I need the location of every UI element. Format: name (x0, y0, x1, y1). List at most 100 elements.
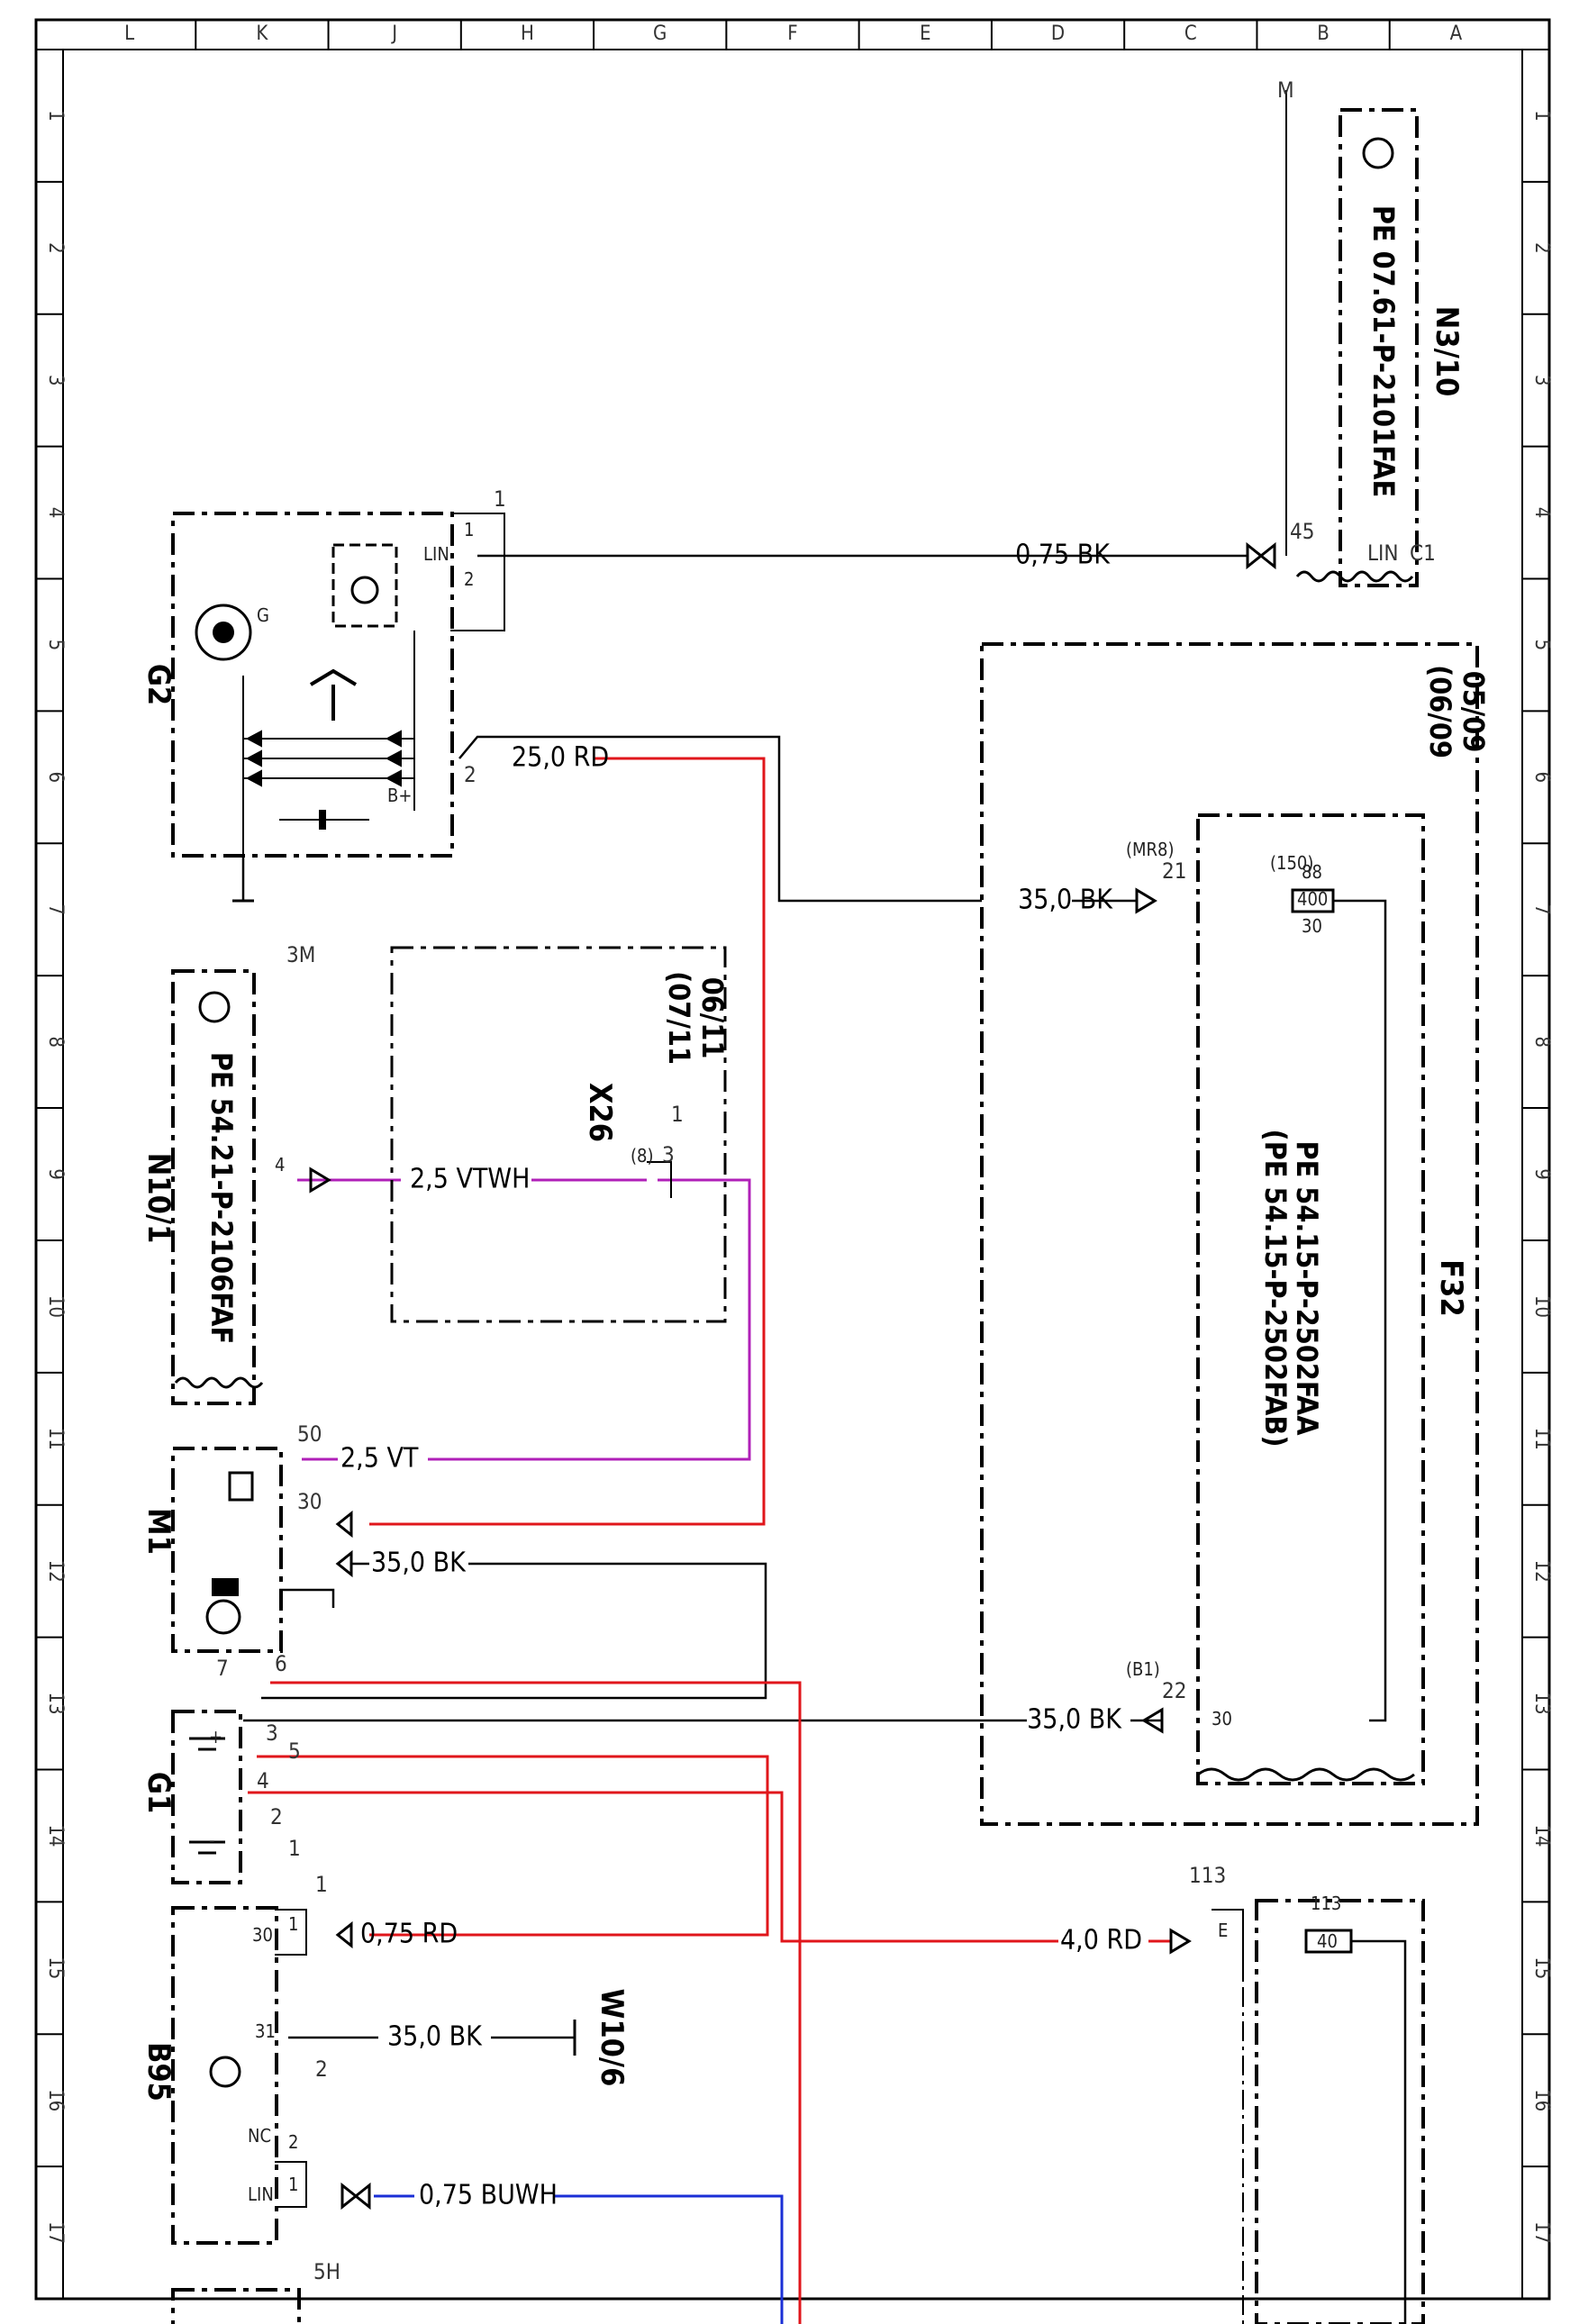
pin-label: 4 (257, 1768, 269, 1793)
grid-row-label: 2 (1530, 242, 1553, 254)
pin-label: LIN (1367, 540, 1399, 566)
grid-column-label: D (1051, 23, 1065, 45)
grid-row-label: 3 (1530, 375, 1553, 386)
rectifier-diodes-icon (242, 631, 415, 856)
grid-column-label: F (787, 23, 797, 45)
wire-g2-b-plus (369, 757, 766, 1526)
component-id-n3-10: N3/10 (1429, 306, 1465, 397)
component-id-m1: M1 (141, 1508, 177, 1555)
wire-label-m1-gnd: 35,0 BK (371, 1548, 467, 1579)
grid-row-label: 11 (44, 1428, 67, 1450)
fuse-400-icon (1291, 888, 1335, 913)
grid-row-label: 5 (1530, 640, 1553, 651)
grid-row-label: 12 (1530, 1560, 1553, 1583)
pin-label: 1 (288, 2174, 298, 2195)
pin-label: (B1) (1126, 1658, 1160, 1680)
grid-row-label: 2 (44, 242, 67, 254)
wire-f32-e (248, 1791, 1058, 1943)
pin-label: (8) (631, 1145, 654, 1167)
grid-row-label: 5 (44, 640, 67, 651)
pin-label: (MR8) (1126, 839, 1175, 860)
pin-label: C1 (1410, 540, 1436, 566)
pin-label: 50 (297, 1421, 322, 1447)
pin-label: 45 (1290, 519, 1314, 544)
grid-row-label: 14 (44, 1824, 67, 1847)
grid-row-label: 4 (44, 507, 67, 519)
grid-row-label: 8 (44, 1036, 67, 1048)
pin-label: 3M (286, 942, 315, 967)
pin-label: 30 (1212, 1708, 1232, 1729)
grid-row-label: 17 (1530, 2221, 1553, 2244)
wire-f32-in (458, 735, 982, 903)
wire-label-f32-e: 4,0 RD (1060, 1925, 1142, 1956)
pin-label: 30 (297, 1489, 322, 1514)
pin-label: 88 (1302, 861, 1322, 883)
wire-label-f32-22: 35,0 BK (1027, 1704, 1122, 1736)
fuse-40-icon (1304, 1929, 1353, 1954)
grid-row-label: 4 (1530, 507, 1553, 519)
pin-label: 30 (252, 1924, 273, 1946)
pin-label: 1 (288, 1836, 301, 1861)
grid-column-label: C (1184, 23, 1197, 45)
pin-label: 1 (464, 519, 474, 540)
grid-column-label: E (920, 23, 931, 45)
f32-inner-box (1196, 813, 1425, 1785)
wire-label-b95-30: 0,75 RD (360, 1919, 458, 1950)
ref-n10-1: PE 54.21-P-2106FAF (204, 1052, 239, 1344)
n3-10-box (1339, 108, 1419, 587)
grid-row-label: 15 (44, 1956, 67, 1979)
pin-label: 3 (662, 1142, 675, 1167)
grid-row-label: 17 (44, 2221, 67, 2244)
grid-row-label: 15 (1530, 1956, 1553, 1979)
pin-label: LIN (423, 543, 449, 565)
starter-motor-icon (205, 1599, 241, 1635)
wire-label-f32-in: 35,0 BK (1018, 885, 1113, 916)
pin-label: 1 (315, 1872, 328, 1897)
x26-box (390, 946, 727, 1323)
pin-label: G (257, 604, 269, 626)
pin-label: 40 (1317, 1930, 1338, 1952)
grid-row-label: 7 (44, 903, 67, 915)
b95-box (171, 1906, 278, 2245)
grid-row-label: 9 (1530, 1168, 1553, 1180)
pin-label: M (1277, 77, 1294, 103)
grid-row-label: 6 (1530, 772, 1553, 784)
n10-1-box (171, 969, 256, 1405)
grid-row-label: 10 (1530, 1295, 1553, 1318)
pin-label: - (209, 1829, 215, 1851)
b95-transistor-icon (209, 2056, 241, 2088)
pin-label: 400 (1297, 888, 1328, 910)
pin-label: 4 (275, 1154, 285, 1176)
pin-label: LIN (248, 2183, 274, 2205)
component-id-w10-6: W10/6 (594, 1989, 630, 2087)
g1-box (171, 1710, 242, 1884)
grid-column-label: L (124, 23, 134, 45)
grid-row-label: 10 (44, 1295, 67, 1318)
grid-row-label: 16 (1530, 2089, 1553, 2111)
f32-validity-b: (06/09 (1423, 665, 1457, 758)
pin-label: 1 (288, 1913, 298, 1935)
f32-outer-box (980, 642, 1479, 1826)
pin-label: B+ (387, 785, 412, 806)
pin-label: 1 (671, 1102, 684, 1127)
grid-row-label: 9 (44, 1168, 67, 1180)
grid-row-label: 11 (1530, 1428, 1553, 1450)
pin-label: 5 (288, 1738, 301, 1764)
grid-row-label: 16 (44, 2089, 67, 2111)
pin-label: + (209, 1726, 222, 1748)
pin-label: NC (248, 2125, 271, 2147)
pin-label: 113 (1189, 1863, 1226, 1888)
pin-label: 2 (270, 1804, 283, 1829)
component-id-g2: G2 (141, 664, 177, 705)
pin-label: 31 (255, 2020, 276, 2042)
grid-row-label: 12 (44, 1560, 67, 1583)
grid-column-label: A (1450, 23, 1463, 45)
pin-label: E (1218, 1920, 1228, 1941)
x26-validity-b: (07/11 (662, 971, 696, 1065)
grid-row-label: 13 (1530, 1692, 1553, 1714)
wire-label-g2-b: 25,0 RD (512, 742, 609, 774)
f32-validity-a: 05/09 (1457, 671, 1491, 753)
grid-column-label: H (521, 23, 534, 45)
